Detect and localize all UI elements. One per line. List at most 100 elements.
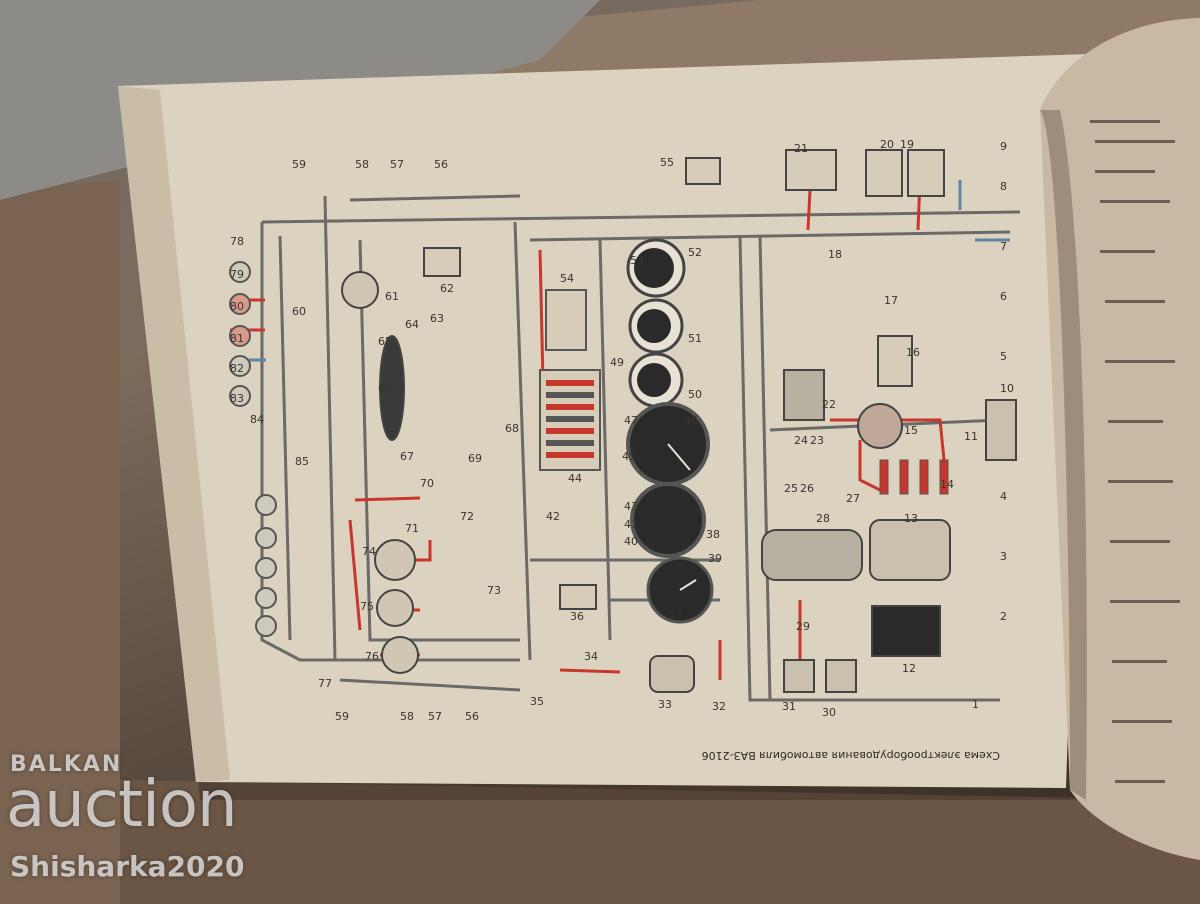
svg-text:30: 30 <box>822 706 836 719</box>
gauge-cluster <box>626 238 714 624</box>
svg-text:64: 64 <box>405 318 419 331</box>
facing-page-shadow <box>1040 110 1087 800</box>
svg-text:80: 80 <box>230 300 244 313</box>
svg-text:68: 68 <box>505 422 519 435</box>
svg-text:60: 60 <box>292 305 306 318</box>
svg-text:85: 85 <box>295 455 309 468</box>
svg-text:39: 39 <box>708 552 722 565</box>
svg-text:18: 18 <box>828 248 842 261</box>
svg-text:37: 37 <box>668 608 682 621</box>
svg-text:75: 75 <box>360 600 374 613</box>
svg-text:56: 56 <box>465 710 479 723</box>
svg-text:3: 3 <box>1000 550 1007 563</box>
svg-text:49: 49 <box>610 356 624 369</box>
svg-text:70: 70 <box>420 477 434 490</box>
svg-text:15: 15 <box>904 424 918 437</box>
svg-text:21: 21 <box>794 142 808 155</box>
svg-text:38: 38 <box>706 528 720 541</box>
fuse-box <box>539 289 601 471</box>
svg-text:28: 28 <box>816 512 830 525</box>
svg-text:33: 33 <box>658 698 672 711</box>
svg-text:83: 83 <box>230 392 244 405</box>
svg-text:31: 31 <box>782 700 796 713</box>
cardboard-box <box>0 180 120 904</box>
svg-text:74: 74 <box>362 545 376 558</box>
svg-text:26: 26 <box>800 482 814 495</box>
headlight-lamps <box>229 261 277 637</box>
watermark-line-3: Shisharka2020 <box>10 850 245 883</box>
svg-text:12: 12 <box>902 662 916 675</box>
svg-text:77: 77 <box>318 677 332 690</box>
svg-text:4: 4 <box>1000 490 1007 503</box>
svg-text:66: 66 <box>378 382 392 395</box>
svg-text:58: 58 <box>355 158 369 171</box>
svg-text:73: 73 <box>487 584 501 597</box>
svg-text:54: 54 <box>560 272 574 285</box>
svg-text:5: 5 <box>1000 350 1007 363</box>
svg-text:16: 16 <box>906 346 920 359</box>
svg-text:27: 27 <box>846 492 860 505</box>
svg-text:65: 65 <box>378 335 392 348</box>
sheet-edge-shading <box>118 86 230 782</box>
components <box>341 149 1017 693</box>
svg-text:40: 40 <box>624 535 638 548</box>
svg-text:59: 59 <box>292 158 306 171</box>
facing-page-text <box>1090 120 1180 783</box>
watermark-line-2: auction <box>6 768 238 842</box>
svg-text:20: 20 <box>880 138 894 151</box>
svg-text:35: 35 <box>530 695 544 708</box>
svg-text:50: 50 <box>688 388 702 401</box>
svg-text:44: 44 <box>568 472 582 485</box>
svg-text:81: 81 <box>230 332 244 345</box>
svg-text:72: 72 <box>460 510 474 523</box>
svg-text:55: 55 <box>660 156 674 169</box>
svg-text:45: 45 <box>622 450 636 463</box>
svg-text:1: 1 <box>972 698 979 711</box>
svg-text:76: 76 <box>365 650 379 663</box>
svg-text:58: 58 <box>400 710 414 723</box>
svg-text:9: 9 <box>1000 140 1007 153</box>
svg-text:34: 34 <box>584 650 598 663</box>
svg-text:2: 2 <box>1000 610 1007 623</box>
svg-text:59: 59 <box>335 710 349 723</box>
svg-text:19: 19 <box>900 138 914 151</box>
schematic-caption: Схема электрооборудования автомобиля ВАЗ… <box>702 749 1000 762</box>
svg-text:14: 14 <box>940 478 954 491</box>
svg-text:51: 51 <box>688 332 702 345</box>
svg-text:67: 67 <box>400 450 414 463</box>
svg-text:62: 62 <box>440 282 454 295</box>
svg-text:78: 78 <box>230 235 244 248</box>
svg-text:41: 41 <box>624 518 638 531</box>
svg-text:17: 17 <box>884 294 898 307</box>
spark-plugs <box>879 459 949 495</box>
svg-text:36: 36 <box>570 610 584 623</box>
svg-text:43: 43 <box>624 500 638 513</box>
svg-text:13: 13 <box>904 512 918 525</box>
svg-text:23: 23 <box>810 434 824 447</box>
svg-text:8: 8 <box>1000 180 1007 193</box>
cardboard-bottom <box>120 780 1200 904</box>
svg-text:25: 25 <box>784 482 798 495</box>
svg-text:32: 32 <box>712 700 726 713</box>
svg-text:53: 53 <box>630 254 644 267</box>
svg-text:82: 82 <box>230 362 244 375</box>
svg-text:42: 42 <box>546 510 560 523</box>
svg-text:6: 6 <box>1000 290 1007 303</box>
svg-text:84: 84 <box>250 413 264 426</box>
watermark-line-1: BALKAN <box>10 752 123 777</box>
svg-text:24: 24 <box>794 434 808 447</box>
svg-text:57: 57 <box>390 158 404 171</box>
svg-text:10: 10 <box>1000 382 1014 395</box>
wiring-harness <box>260 194 1021 702</box>
svg-text:69: 69 <box>468 452 482 465</box>
svg-text:63: 63 <box>430 312 444 325</box>
svg-text:56: 56 <box>434 158 448 171</box>
svg-text:29: 29 <box>796 620 810 633</box>
svg-text:11: 11 <box>964 430 978 443</box>
svg-text:22: 22 <box>822 398 836 411</box>
svg-text:7: 7 <box>1000 240 1007 253</box>
svg-text:71: 71 <box>405 522 419 535</box>
svg-text:79: 79 <box>230 268 244 281</box>
